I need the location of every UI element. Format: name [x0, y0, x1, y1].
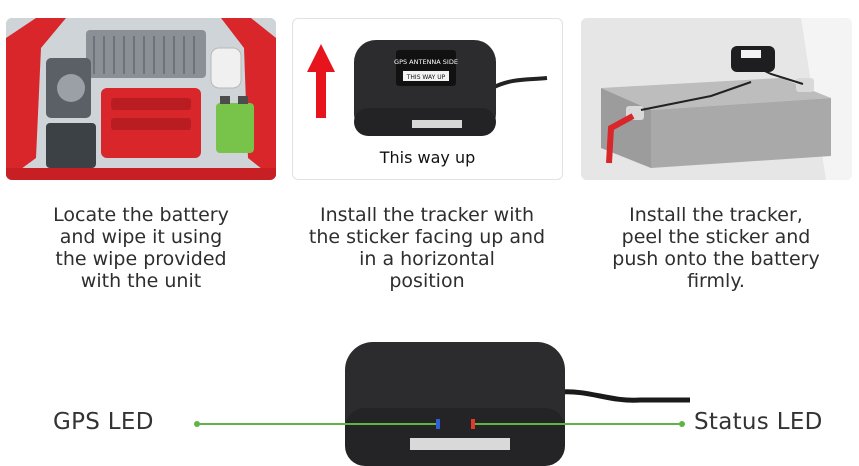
- caption-line: the wipe provided: [55, 248, 227, 270]
- engine-bay-image: [6, 18, 276, 180]
- tracker-orientation-illustration: GPS ANTENNA SIDE THIS WAY UP: [307, 40, 548, 136]
- caption-line: Install the tracker,: [629, 204, 803, 226]
- tracker-device-front-icon: [345, 342, 565, 466]
- this-way-up-label: This way up: [379, 148, 476, 167]
- engine-bay-illustration: [6, 18, 276, 180]
- step-2-caption: Install the tracker with the sticker fac…: [292, 204, 562, 292]
- sticker-top-text: GPS ANTENNA SIDE: [394, 58, 458, 66]
- up-arrow-icon: [307, 44, 335, 118]
- gps-leader-dot: [194, 421, 200, 427]
- battery-mount-image: [581, 18, 852, 180]
- step-3-caption: Install the tracker, peel the sticker an…: [581, 204, 851, 292]
- caption-line: peel the sticker and: [621, 226, 811, 248]
- caption-line: position: [389, 270, 465, 292]
- status-led-indicator: [471, 419, 475, 429]
- gps-led-label: GPS LED: [53, 409, 154, 435]
- sticker-bottom-text: THIS WAY UP: [406, 74, 446, 81]
- mounted-tracker-icon: [731, 46, 775, 72]
- tracker-orientation-image: GPS ANTENNA SIDE THIS WAY UP This way up: [292, 18, 563, 180]
- battery-mount-illustration: [581, 18, 852, 180]
- gps-led-indicator: [436, 419, 440, 429]
- tracker-device-icon: [354, 40, 496, 136]
- caption-line: with the unit: [80, 270, 202, 292]
- caption-line: push onto the battery: [612, 248, 820, 270]
- status-leader-dot: [679, 421, 685, 427]
- caption-line: Install the tracker with: [320, 204, 534, 226]
- caption-line: and wipe it using: [59, 226, 223, 248]
- caption-line: in a horizontal: [359, 248, 495, 270]
- caption-line: the sticker facing up and: [308, 226, 546, 248]
- led-diagram: [194, 342, 690, 466]
- caption-line: firmly.: [687, 270, 745, 292]
- caption-line: Locate the battery: [53, 204, 229, 226]
- step-1-caption: Locate the battery and wipe it using the…: [6, 204, 276, 292]
- status-led-label: Status LED: [694, 409, 823, 435]
